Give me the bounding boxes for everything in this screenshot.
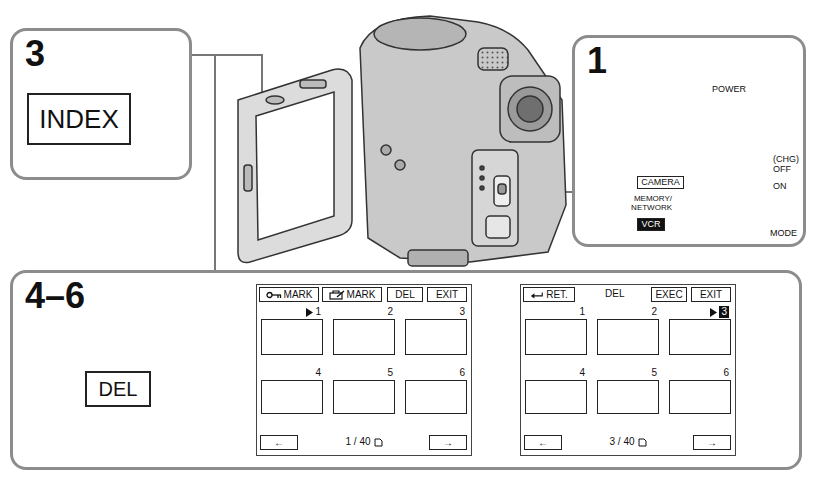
- step-number: 4–6: [25, 275, 85, 317]
- selection-cursor: [710, 308, 717, 317]
- camcorder-body: [360, 16, 566, 266]
- mode-label-active: VCR: [637, 218, 665, 231]
- memory-card-icon: [374, 438, 383, 447]
- thumbnail-frame: 6: [669, 380, 731, 414]
- screen-button: EXIT: [427, 287, 467, 302]
- screen-mode-text: DEL: [605, 288, 624, 300]
- button-label: →: [707, 438, 717, 448]
- thumbnail-number: 5: [651, 367, 657, 379]
- thumbnail-frame: 6: [405, 380, 467, 414]
- step-number: 3: [25, 33, 45, 75]
- screen-button: RET.: [523, 287, 575, 302]
- switch-label: POWER: [712, 84, 746, 94]
- key-icon: [266, 290, 282, 300]
- screen-button: →: [429, 435, 467, 450]
- thumbnail-number: 1: [579, 306, 585, 318]
- button-label: MARK: [347, 290, 376, 300]
- key-label: VCR: [641, 220, 660, 229]
- key-label: INDEX: [39, 106, 118, 132]
- thumbnail-number: 6: [723, 367, 729, 379]
- thumbnail-number: 1: [315, 306, 321, 318]
- thumbnail-frame: 4: [261, 380, 323, 414]
- thumbnail-number: 3: [719, 306, 729, 318]
- thumbnail-frame: 1: [525, 319, 587, 355]
- button-label: EXIT: [700, 290, 722, 300]
- lcd-panel: [238, 69, 352, 262]
- page-counter-text: 3 / 40: [609, 436, 634, 448]
- thumbnail-number: 6: [459, 367, 465, 379]
- thumbnail-number: 4: [579, 367, 585, 379]
- thumbnail-number: 5: [387, 367, 393, 379]
- thumbnail-number: 2: [651, 306, 657, 318]
- button-label: →: [443, 438, 453, 448]
- switch-label: MODE: [770, 228, 797, 238]
- switch-label: ON: [773, 181, 787, 191]
- thumbnail-frame: 2: [597, 319, 659, 355]
- selection-cursor: [306, 308, 313, 317]
- step-number: 1: [587, 40, 607, 82]
- screen-button: MARK: [322, 287, 382, 302]
- key-label: DEL: [99, 379, 138, 399]
- button-label: RET.: [546, 290, 568, 300]
- button-label: MARK: [284, 290, 313, 300]
- page-counter-text: 1 / 40: [345, 436, 370, 448]
- screen-mode-label: DEL: [605, 288, 624, 300]
- thumbnail-frame: 3: [405, 319, 467, 355]
- screen-button: ←: [260, 435, 298, 450]
- button-label: DEL: [395, 290, 414, 300]
- thumbnail-frame: 1: [261, 319, 323, 355]
- key-label-box: INDEX: [27, 93, 131, 145]
- callout-box: 4–6DEL1 / 40MARKMARKDELEXIT123456←→DEL3 …: [10, 270, 802, 470]
- button-label: EXEC: [655, 290, 682, 300]
- lcd-screen: 1 / 40MARKMARKDELEXIT123456←→: [256, 284, 472, 456]
- thumbnail-frame: 2: [333, 319, 395, 355]
- switch-label: (CHG) OFF: [773, 154, 803, 174]
- thumbnail-number: 4: [315, 367, 321, 379]
- callout-box: 3INDEX: [10, 28, 192, 180]
- button-label: ←: [274, 438, 284, 448]
- screen-button: EXEC: [651, 287, 687, 302]
- mode-label: CAMERA: [637, 176, 684, 189]
- key-label-box: DEL: [85, 371, 151, 407]
- thumbnail-frame: 5: [597, 380, 659, 414]
- lcd-screen: DEL3 / 40RET.EXECEXIT123456←→: [520, 284, 736, 456]
- thumbnail-number: 3: [459, 306, 465, 318]
- button-label: ←: [538, 438, 548, 448]
- callout-box: 1CAMERA VCR: [572, 35, 806, 247]
- screen-button: ←: [524, 435, 562, 450]
- screen-button: MARK: [259, 287, 319, 302]
- ret-icon: [530, 290, 544, 300]
- screen-button: EXIT: [691, 287, 731, 302]
- thumbnail-frame: 3: [669, 319, 731, 355]
- screen-button: →: [693, 435, 731, 450]
- screen-button: DEL: [387, 287, 423, 302]
- thumbnail-frame: 5: [333, 380, 395, 414]
- button-label: EXIT: [436, 290, 458, 300]
- thumbnail-frame: 4: [525, 380, 587, 414]
- thumbnail-number: 2: [387, 306, 393, 318]
- memory-card-icon: [638, 438, 647, 447]
- switch-label: MEMORY/ NETWORK: [612, 194, 672, 212]
- print-icon: [329, 290, 345, 300]
- key-label: CAMERA: [641, 178, 680, 187]
